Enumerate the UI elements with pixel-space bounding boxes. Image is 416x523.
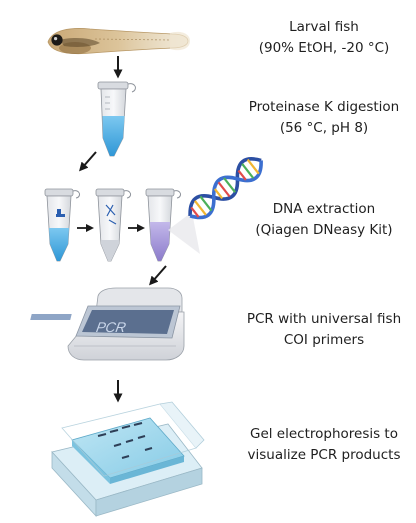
step-label-larval-fish: Larval fish (90% EtOH, -20 °C) [232,17,416,59]
step-detail: (90% EtOH, -20 °C) [258,40,390,56]
arrow-diagonal [79,151,97,172]
step-label-dna-extraction: DNA extraction (Qiagen DNeasy Kit) [232,199,416,241]
microtube-icon [145,188,182,262]
microtube-icon [44,188,81,262]
step-detail: COI primers [283,332,365,348]
larval-fish-icon [47,28,190,55]
gel-box-icon [51,401,205,518]
step-title: DNA extraction [272,201,376,217]
step-label-proteinase: Proteinase K digestion (56 °C, pH 8) [232,97,416,139]
pcr-thermocycler-icon: PCR [30,287,185,361]
step-title: PCR with universal fish [246,311,402,327]
step-detail: visualize PCR products [247,447,401,463]
pcr-screen-label: PCR [95,319,127,335]
step-title: Gel electrophoresis to [249,426,398,442]
step-label-pcr: PCR with universal fish COI primers [232,309,416,351]
step-detail: (56 °C, pH 8) [279,120,369,136]
tube-series-icon [44,188,200,262]
dna-helix-icon [188,157,263,220]
step-label-gel: Gel electrophoresis to visualize PCR pro… [232,424,416,466]
microtube-icon [97,81,136,157]
step-title: Proteinase K digestion [248,99,400,115]
step-detail: (Qiagen DNeasy Kit) [255,222,393,238]
step-title: Larval fish [289,19,359,35]
microtube-icon [95,188,132,262]
arrow-diagonal [149,265,167,286]
